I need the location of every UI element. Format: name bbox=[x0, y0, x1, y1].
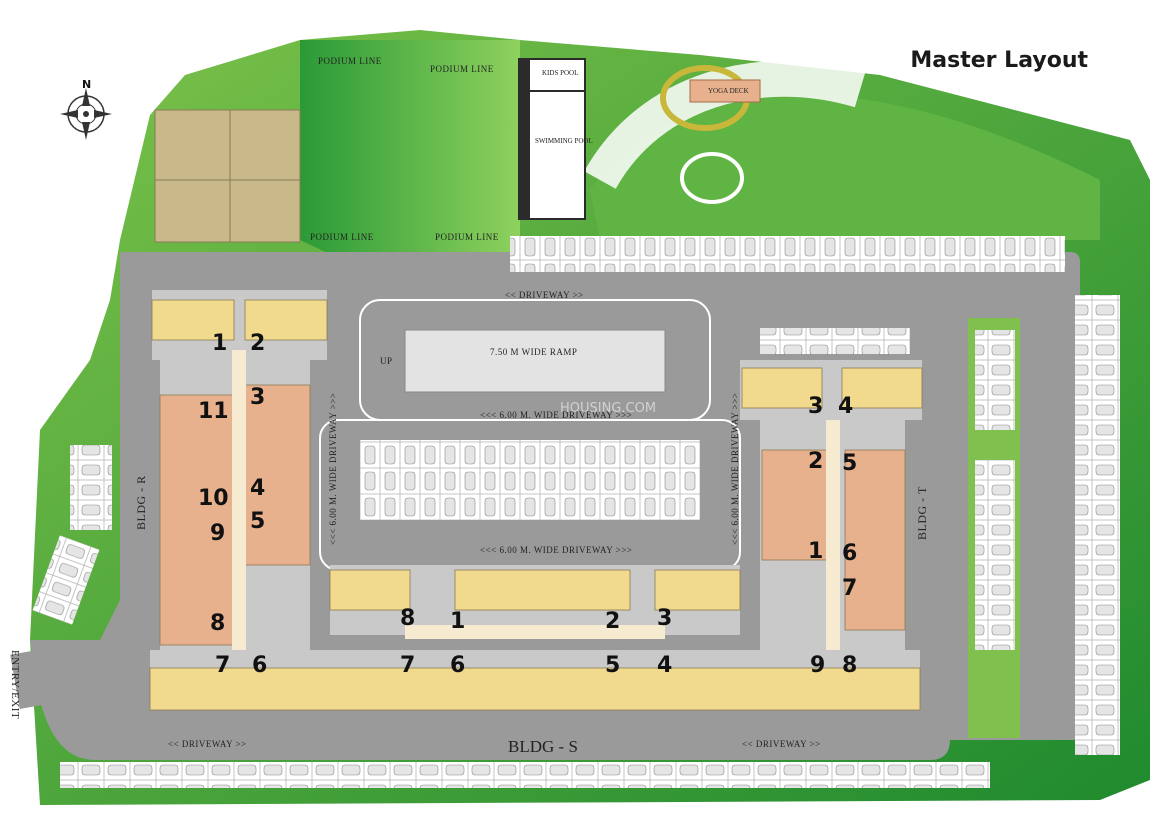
right-parking bbox=[1075, 295, 1120, 755]
building-label: BLDG - R bbox=[134, 475, 148, 530]
podium-line-label: PODIUM LINE bbox=[310, 232, 374, 242]
driveway-label: << DRIVEWAY >> bbox=[168, 739, 247, 749]
unit-number: 6 bbox=[252, 653, 267, 678]
driveway-label: <<< 6.00 M. WIDE DRIVEWAY >>> bbox=[730, 393, 740, 545]
podium-line-label: PODIUM LINE bbox=[318, 56, 382, 66]
unit-number: 2 bbox=[605, 609, 620, 634]
unit-number: 2 bbox=[250, 331, 265, 356]
unit-number: 1 bbox=[450, 609, 465, 634]
podium-line-label: PODIUM LINE bbox=[430, 64, 494, 74]
unit-number: 1 bbox=[212, 331, 227, 356]
left-parking bbox=[32, 535, 100, 625]
unit-number: 9 bbox=[810, 653, 825, 678]
left-parking bbox=[70, 445, 112, 530]
garden-ring bbox=[680, 152, 744, 204]
driveway-label: << DRIVEWAY >> bbox=[505, 290, 584, 300]
swimming-pool-label: SWIMMING POOL bbox=[535, 137, 593, 145]
unit-number: 11 bbox=[198, 399, 229, 424]
compass-icon bbox=[60, 88, 112, 140]
podium-line-label: PODIUM LINE bbox=[435, 232, 499, 242]
unit-number: 10 bbox=[198, 486, 229, 511]
map-title: Master Layout bbox=[910, 48, 1088, 73]
unit-number: 2 bbox=[808, 449, 823, 474]
building-label: BLDG - S bbox=[508, 737, 578, 756]
strip-parking bbox=[975, 460, 1015, 650]
central-parking bbox=[360, 440, 700, 520]
unit-number: 3 bbox=[250, 385, 265, 410]
clubhouse bbox=[154, 109, 301, 243]
watermark: HOUSING.COM bbox=[560, 401, 656, 416]
driveway-label: <<< 6.00 M. WIDE DRIVEWAY >>> bbox=[480, 545, 632, 555]
unit-number: 5 bbox=[250, 509, 265, 534]
kids-pool-label: KIDS POOL bbox=[542, 69, 578, 77]
strip-parking bbox=[975, 330, 1015, 430]
unit-number: 5 bbox=[842, 451, 857, 476]
unit-number: 1 bbox=[808, 539, 823, 564]
unit-number: 8 bbox=[400, 606, 415, 631]
building-r bbox=[151, 290, 328, 650]
podium-lawn bbox=[300, 40, 520, 268]
unit-number: 9 bbox=[210, 521, 225, 546]
bottom-parking bbox=[60, 762, 990, 788]
unit-number: 3 bbox=[808, 394, 823, 419]
building-label: BLDG - T bbox=[915, 486, 929, 540]
yoga-deck bbox=[689, 79, 761, 103]
building-s bbox=[149, 565, 921, 711]
unit-number: 4 bbox=[657, 653, 672, 678]
entry-exit-label: ENTRY/EXIT bbox=[9, 650, 21, 719]
driveway-label: <<< 6.00 M. WIDE DRIVEWAY >>> bbox=[328, 393, 338, 545]
unit-number: 6 bbox=[450, 653, 465, 678]
unit-number: 7 bbox=[400, 653, 415, 678]
building-t bbox=[740, 360, 923, 650]
entry-road bbox=[10, 645, 74, 709]
driveway-label: << DRIVEWAY >> bbox=[742, 739, 821, 749]
unit-number: 3 bbox=[657, 606, 672, 631]
driveway-label: <<< 6.00 M. WIDE DRIVEWAY >>> bbox=[480, 410, 632, 420]
up-label: UP bbox=[380, 356, 393, 366]
kids-pool bbox=[530, 60, 584, 90]
compass-north-label: N bbox=[82, 78, 91, 91]
unit-number: 4 bbox=[838, 394, 853, 419]
top-parking bbox=[510, 236, 1065, 272]
unit-number: 4 bbox=[250, 476, 265, 501]
unit-number: 5 bbox=[605, 653, 620, 678]
ramp-label: 7.50 M WIDE RAMP bbox=[490, 347, 577, 357]
unit-number: 8 bbox=[210, 611, 225, 636]
ramp bbox=[404, 329, 666, 393]
swimming-pool bbox=[530, 92, 584, 218]
unit-number: 8 bbox=[842, 653, 857, 678]
unit-number: 6 bbox=[842, 541, 857, 566]
t-parking bbox=[760, 328, 910, 354]
unit-number: 7 bbox=[842, 576, 857, 601]
unit-number: 7 bbox=[215, 653, 230, 678]
yoga-deck-label: YOGA DECK bbox=[708, 87, 749, 95]
